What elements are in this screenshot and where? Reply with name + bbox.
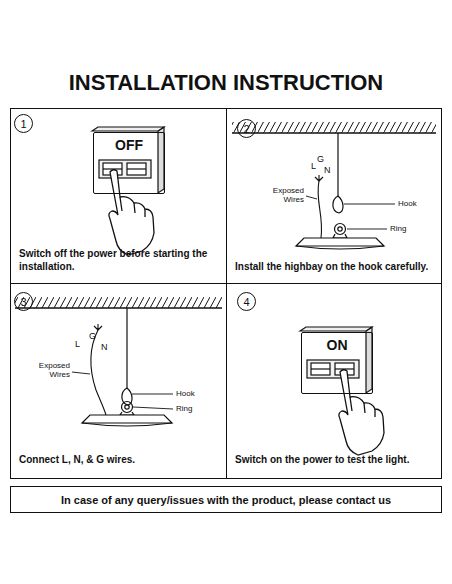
wire-name: G bbox=[317, 155, 324, 164]
highbay-lamp bbox=[296, 133, 384, 249]
part-label: Exposed Wires bbox=[34, 361, 70, 379]
part-label: Hook bbox=[176, 389, 195, 398]
breaker-switch bbox=[300, 327, 372, 393]
wire-name: N bbox=[324, 166, 331, 175]
ceiling bbox=[15, 297, 222, 308]
step-number: 2 bbox=[237, 119, 256, 138]
part-label: Ring bbox=[390, 224, 406, 233]
step-number: 3 bbox=[14, 292, 33, 311]
hand bbox=[339, 370, 384, 455]
part-label: Exposed Wires bbox=[268, 186, 304, 204]
breaker-box: ON bbox=[301, 332, 373, 394]
step-number-text: 2 bbox=[243, 122, 249, 136]
step-panel: Switch on the power to test the light. 4O… bbox=[226, 283, 442, 479]
switch-label: ON bbox=[302, 333, 372, 352]
step-caption: Connect L, N, & G wires. bbox=[19, 453, 218, 466]
step-panel: Connect L, N, & G wires. 3 bbox=[10, 283, 227, 479]
contact-note: In case of any query/issues with the pro… bbox=[10, 486, 442, 513]
step-panel: Install the highbay on the hook carefull… bbox=[226, 108, 442, 284]
step-caption: Switch off the power before starting the… bbox=[19, 247, 218, 273]
wire-name: N bbox=[101, 343, 108, 352]
highbay-lamp bbox=[82, 308, 172, 426]
note-text: In case of any query/issues with the pro… bbox=[61, 493, 391, 507]
ceiling bbox=[232, 122, 436, 133]
hand bbox=[109, 170, 154, 255]
leader-line bbox=[72, 372, 173, 409]
wire-name: G bbox=[89, 332, 96, 341]
part-label: Hook bbox=[398, 199, 417, 208]
page-title: INSTALLATION INSTRUCTION bbox=[0, 70, 452, 96]
step-number-text: 3 bbox=[20, 295, 26, 309]
step-number-text: 1 bbox=[20, 117, 26, 131]
breaker-switch bbox=[92, 127, 164, 193]
switch-label: OFF bbox=[94, 133, 164, 152]
step-number: 4 bbox=[237, 292, 256, 311]
step-number-text: 4 bbox=[243, 295, 249, 309]
wire-name: L bbox=[311, 162, 316, 171]
step-number: 1 bbox=[14, 114, 33, 133]
wire-name: L bbox=[75, 340, 80, 349]
step-panel: Switch off the power before starting the… bbox=[10, 108, 227, 284]
part-label: Ring bbox=[176, 404, 192, 413]
step-caption: Install the highbay on the hook carefull… bbox=[235, 260, 433, 273]
breaker-box: OFF bbox=[93, 132, 165, 194]
leader-line bbox=[306, 196, 395, 229]
step-caption: Switch on the power to test the light. bbox=[235, 453, 433, 466]
exposed-wires bbox=[315, 175, 323, 238]
